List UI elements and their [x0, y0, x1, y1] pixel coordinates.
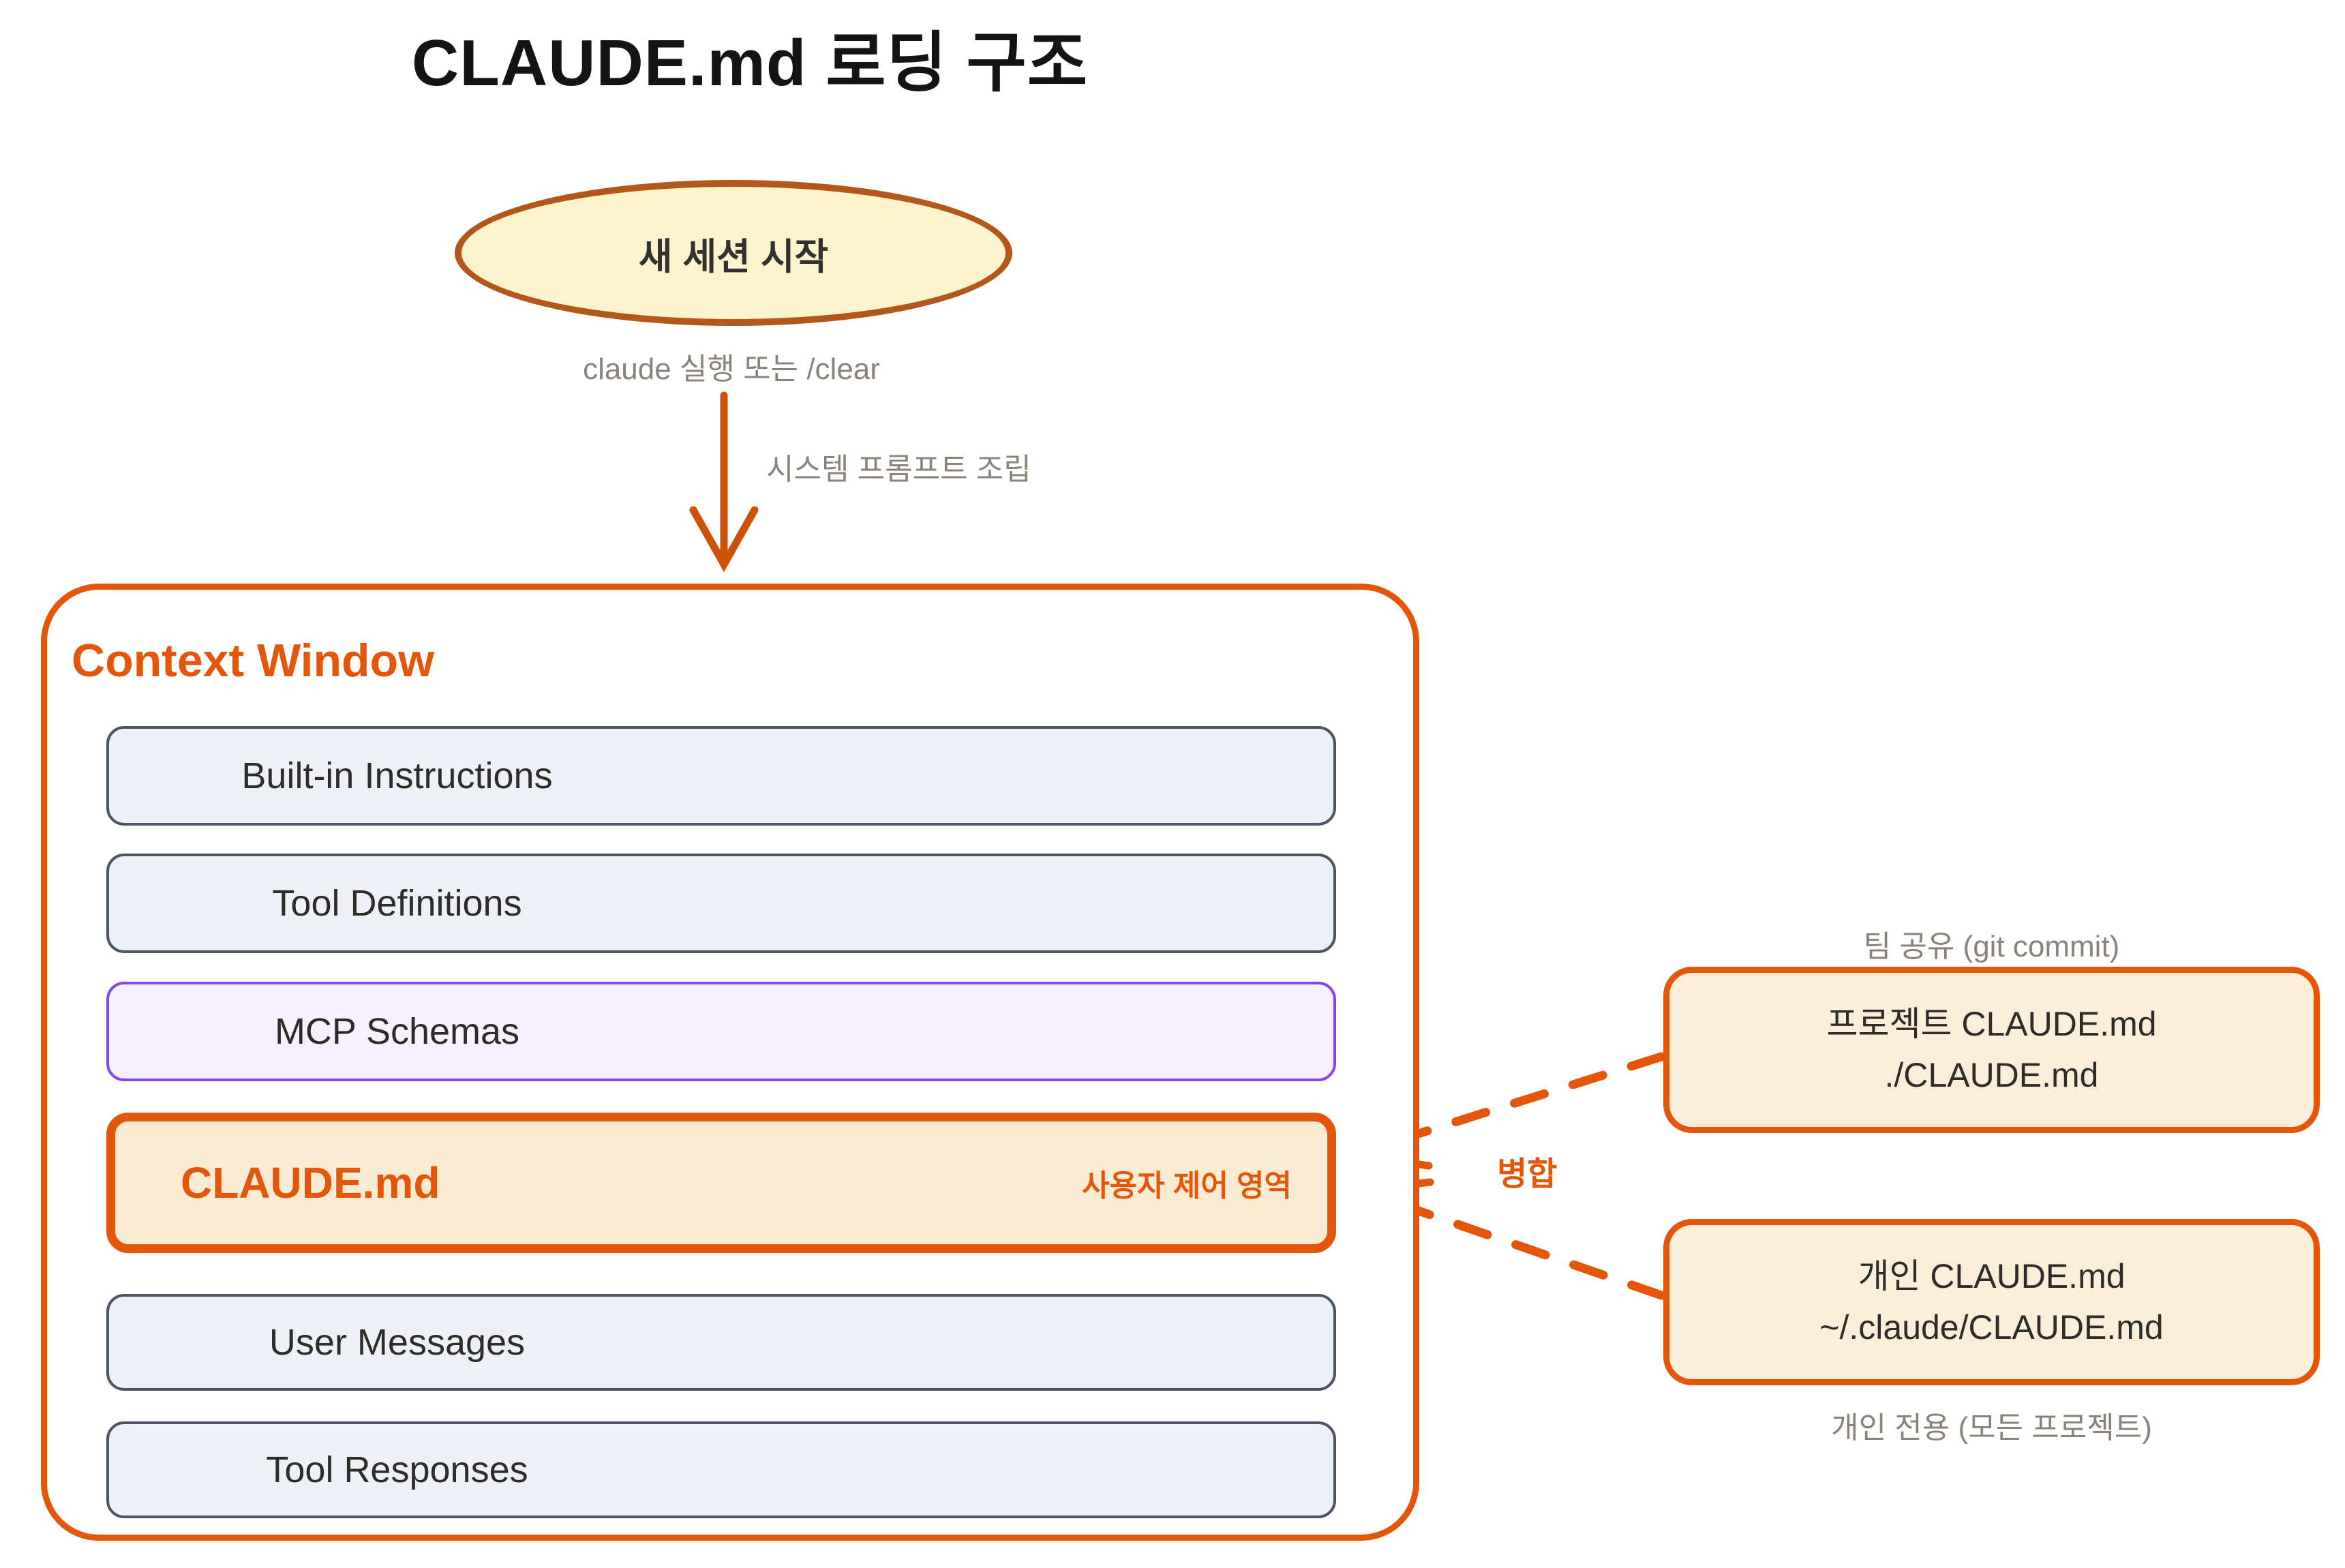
project-claude-line2: ./CLAUDE.md	[1884, 1056, 2099, 1094]
personal-claude-line2: ~/.claude/CLAUDE.md	[1819, 1308, 2164, 1346]
user-control-area-badge: 사용자 제어 영역	[1082, 1169, 1292, 1203]
diagram-title: CLAUDE.md 로딩 구조	[411, 27, 1089, 100]
personal-claude-line1: 개인 CLAUDE.md	[1858, 1257, 2125, 1295]
row-label: Built-in Instructions	[241, 755, 553, 796]
start-session-caption: claude 실행 또는 /clear	[583, 352, 880, 386]
session-start-arrow	[689, 391, 759, 573]
project-claude-box: 프로젝트 CLAUDE.md ./CLAUDE.md	[1663, 967, 2320, 1133]
row-label: Tool Definitions	[272, 883, 522, 924]
row-built-in-instructions: Built-in Instructions	[106, 726, 1336, 826]
system-prompt-edge-label: 시스템 프롬프트 조립	[766, 453, 1031, 486]
personal-claude-box: 개인 CLAUDE.md ~/.claude/CLAUDE.md	[1663, 1219, 2320, 1385]
project-claude-caption: 팀 공유 (git commit)	[1863, 930, 2120, 963]
row-mcp-schemas: MCP Schemas	[106, 982, 1336, 1081]
personal-claude-caption: 개인 전용 (모든 프로젝트)	[1831, 1411, 2152, 1445]
row-label: User Messages	[269, 1322, 526, 1363]
row-label: Tool Responses	[266, 1449, 528, 1490]
project-claude-line1: 프로젝트 CLAUDE.md	[1826, 1005, 2157, 1043]
row-claude-md: CLAUDE.md 사용자 제어 영역	[106, 1113, 1336, 1253]
merge-label: 병합	[1497, 1156, 1558, 1192]
start-session-label: 새 세션 시작	[638, 236, 829, 277]
row-tool-definitions: Tool Definitions	[106, 854, 1336, 953]
row-label: MCP Schemas	[274, 1011, 520, 1052]
context-window-title: Context Window	[72, 635, 434, 687]
row-tool-responses: Tool Responses	[106, 1421, 1336, 1518]
claude-md-label: CLAUDE.md	[181, 1158, 440, 1207]
row-user-messages: User Messages	[106, 1294, 1336, 1391]
start-session-node: 새 세션 시작	[455, 180, 1012, 326]
